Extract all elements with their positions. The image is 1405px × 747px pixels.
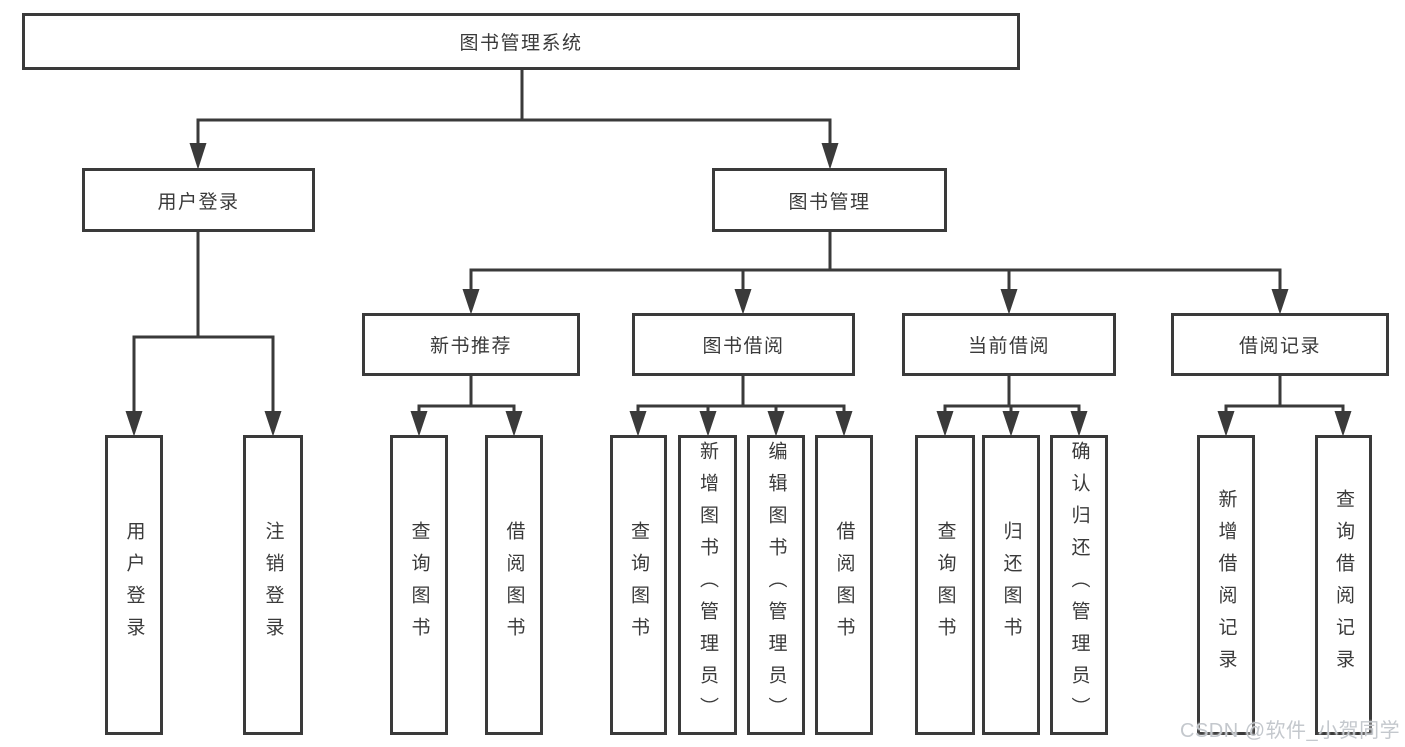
- leaf-query-books-current: 查询图书: [915, 435, 975, 735]
- tree-edges: [132, 70, 1345, 413]
- leaf-user-login: 用户登录: [105, 435, 163, 735]
- arrowhead: [1070, 411, 1088, 437]
- leaf-label: 借阅图书: [833, 521, 855, 649]
- arrowhead: [821, 143, 839, 170]
- leaf-return-books: 归还图书: [982, 435, 1040, 735]
- leaf-label: 查询借阅记录: [1333, 489, 1354, 681]
- arrowhead: [699, 411, 717, 437]
- leaf-query-books-recommend: 查询图书: [390, 435, 448, 735]
- arrowhead: [1002, 411, 1020, 437]
- arrowhead: [125, 411, 143, 437]
- arrowhead: [835, 411, 853, 437]
- arrowhead: [1000, 289, 1018, 315]
- arrowhead: [1217, 411, 1235, 437]
- leaf-query-books-borrow: 查询图书: [610, 435, 667, 735]
- node-new-book-recommend: 新书推荐: [362, 313, 580, 376]
- leaf-borrow-books: 借阅图书: [815, 435, 873, 735]
- leaf-label: 用户登录: [123, 521, 145, 649]
- arrowhead: [1334, 411, 1352, 437]
- arrowhead: [629, 411, 647, 437]
- leaf-add-borrow-record: 新增借阅记录: [1197, 435, 1255, 735]
- node-borrow-records: 借阅记录: [1171, 313, 1389, 376]
- arrowhead: [410, 411, 428, 437]
- csdn-watermark: CSDN @软件_小贺同学: [1180, 720, 1401, 742]
- leaf-label: 新增借阅记录: [1215, 489, 1237, 681]
- leaf-label: 注销登录: [262, 521, 284, 649]
- leaf-label: 查询图书: [934, 521, 956, 649]
- arrowhead: [505, 411, 523, 437]
- node-book-borrow: 图书借阅: [632, 313, 855, 376]
- leaf-label: 编辑图书（管理员）: [765, 441, 787, 729]
- leaf-edit-books-admin: 编辑图书（管理员）: [747, 435, 805, 735]
- node-book-management: 图书管理: [712, 168, 947, 232]
- arrowhead: [264, 411, 282, 437]
- arrowhead: [734, 289, 752, 315]
- node-user-login: 用户登录: [82, 168, 315, 232]
- node-current-borrow: 当前借阅: [902, 313, 1116, 376]
- leaf-confirm-return-admin: 确认归还（管理员）: [1050, 435, 1108, 735]
- arrowhead: [189, 143, 207, 170]
- arrowhead: [462, 289, 480, 315]
- leaf-label: 查询图书: [628, 521, 649, 649]
- arrowhead: [767, 411, 785, 437]
- leaf-label: 新增图书（管理员）: [697, 441, 718, 729]
- node-library-system: 图书管理系统: [22, 13, 1020, 70]
- leaf-label: 归还图书: [1000, 521, 1022, 649]
- arrowhead: [1271, 289, 1289, 315]
- arrowhead: [936, 411, 954, 437]
- leaf-borrow-books-recommend: 借阅图书: [485, 435, 543, 735]
- leaf-query-borrow-record: 查询借阅记录: [1315, 435, 1372, 735]
- leaf-label: 借阅图书: [503, 521, 525, 649]
- leaf-add-books-admin: 新增图书（管理员）: [678, 435, 737, 735]
- leaf-logout: 注销登录: [243, 435, 303, 735]
- leaf-label: 确认归还（管理员）: [1068, 441, 1090, 729]
- leaf-label: 查询图书: [408, 521, 430, 649]
